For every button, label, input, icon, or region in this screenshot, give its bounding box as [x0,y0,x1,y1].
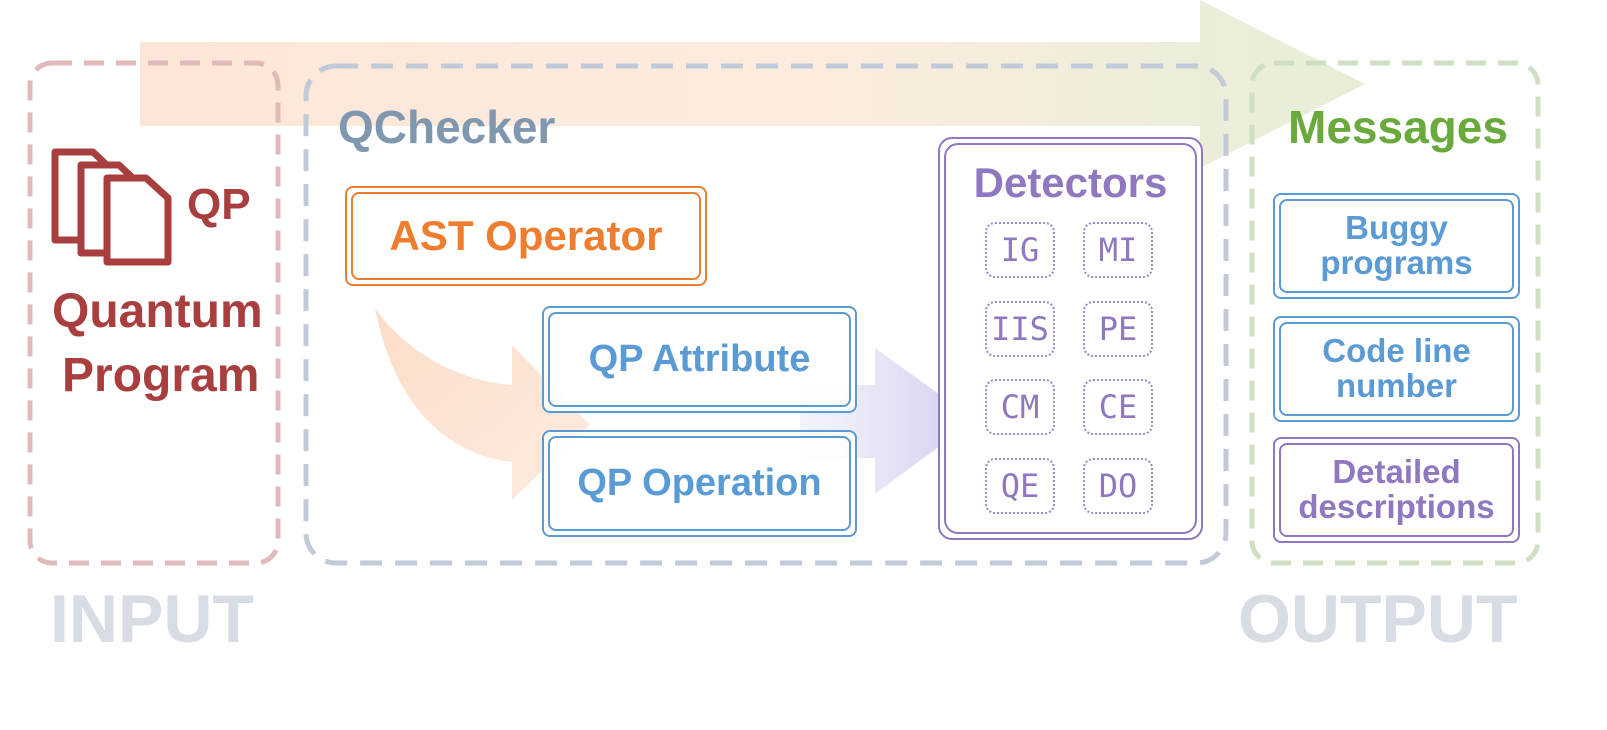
detector-iis: IIS [985,301,1055,357]
detectors-box: Detectors [938,137,1203,540]
message-detailed-descriptions-line1: Detailed [1332,453,1461,491]
detector-qe: QE [985,458,1055,514]
message-buggy-programs-line1: Buggy [1345,209,1448,247]
detector-ce: CE [1083,379,1153,435]
qchecker-frame [303,63,1229,566]
qchecker-title: QChecker [338,101,556,153]
message-code-line-number-line1: Code line [1322,332,1471,370]
detector-ig: IG [985,222,1055,278]
ast-operator-box: AST Operator [345,186,707,286]
detectors-title: Detectors [973,159,1168,206]
ast-operator-label: AST Operator [389,212,663,259]
top-flow-arrow [140,0,1365,168]
qp-icon-label: QP [187,180,251,229]
detector-pe: PE [1083,301,1153,357]
qp-operation-label: QP Operation [577,462,822,504]
documents-icon [51,148,172,266]
quantum-program-title-line1: Quantum [52,285,263,338]
messages-title: Messages [1288,101,1508,153]
detector-cm: CM [985,379,1055,435]
detector-mi: MI [1083,222,1153,278]
detector-do: DO [1083,458,1153,514]
qp-attribute-box: QP Attribute [542,306,857,413]
message-detailed-descriptions: Detailed descriptions [1273,437,1520,543]
qp-attribute-label: QP Attribute [588,338,811,380]
message-detailed-descriptions-line2: descriptions [1298,488,1495,525]
output-section-label: OUTPUT [1238,581,1518,657]
message-buggy-programs: Buggy programs [1273,193,1520,299]
message-code-line-number-line2: number [1335,367,1457,404]
input-frame [27,60,281,566]
message-buggy-programs-line2: programs [1320,244,1473,281]
qp-operation-box: QP Operation [542,430,857,537]
message-code-line-number: Code line number [1273,316,1520,422]
input-section-label: INPUT [50,581,254,657]
curved-flow-arrow [375,308,590,500]
quantum-program-title-line2: Program [62,349,260,402]
